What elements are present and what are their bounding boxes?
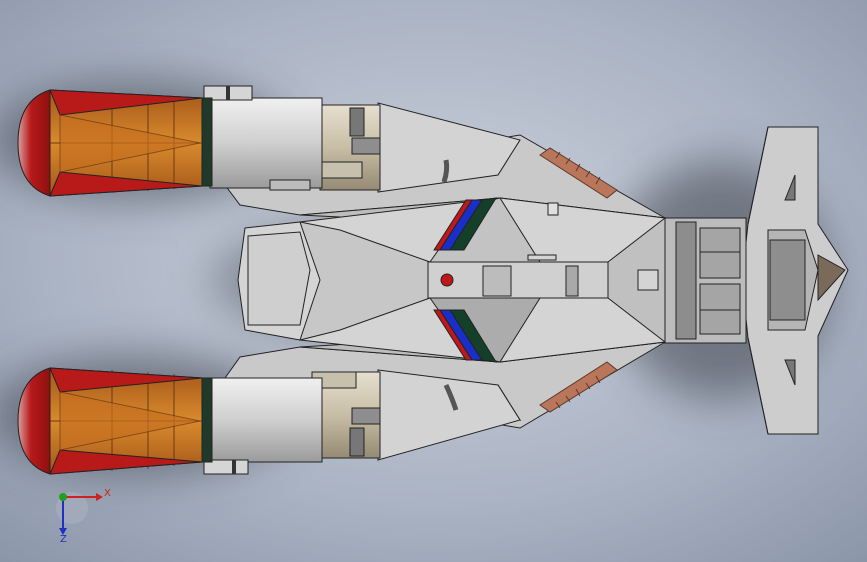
- canard-vents-top: [539, 147, 618, 199]
- engine-nacelle-top: [17, 85, 521, 197]
- y-axis-dot-icon: [59, 493, 67, 501]
- axis-triad[interactable]: X Z: [56, 488, 111, 545]
- cockpit-canopy: [247, 231, 311, 326]
- dorsal-spine: [427, 261, 609, 299]
- z-axis-label: Z: [60, 534, 67, 545]
- engine-nacelle-bottom: [17, 367, 522, 475]
- tail-wing: [741, 126, 849, 435]
- spine-light-icon: [440, 273, 454, 287]
- rear-engine-block: [661, 217, 747, 344]
- hatch: [637, 269, 659, 291]
- x-axis-label: X: [104, 488, 111, 499]
- fuselage: [237, 197, 666, 363]
- racing-stripes: [433, 197, 497, 363]
- canard-vents-bottom: [539, 361, 618, 413]
